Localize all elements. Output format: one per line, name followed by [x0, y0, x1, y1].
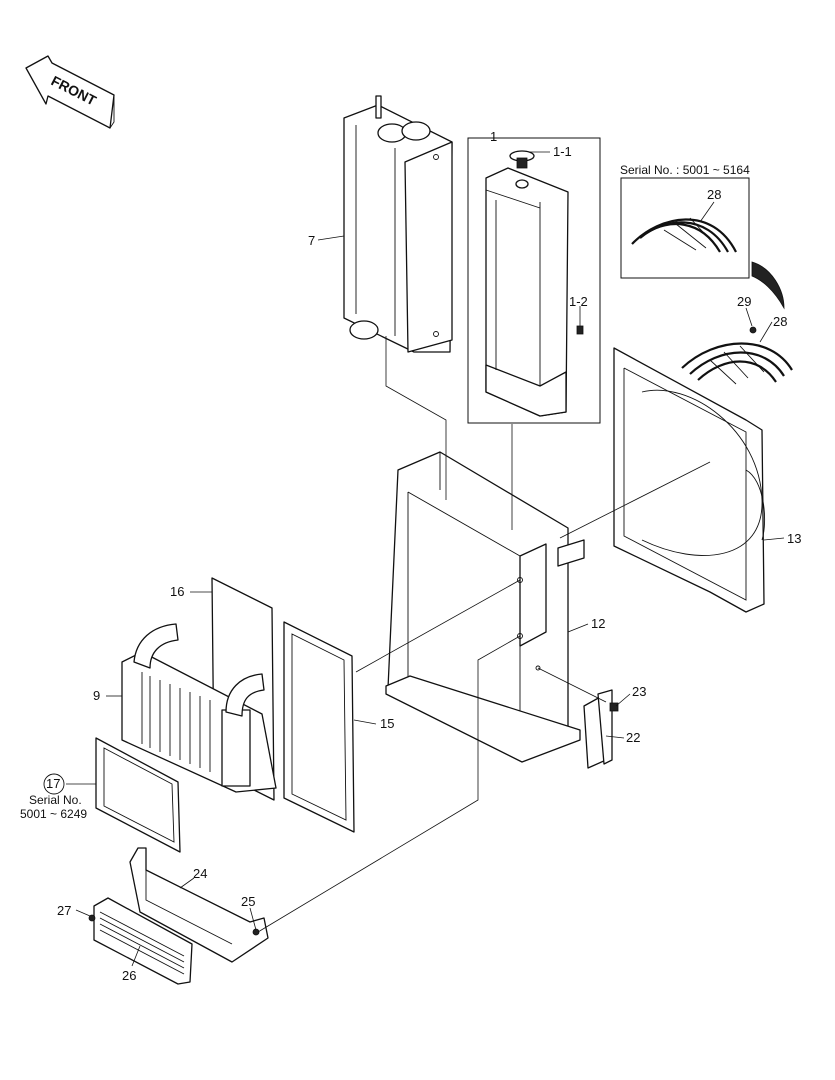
serial-fan-guard-note: Serial No. : 5001 ~ 5164: [620, 163, 750, 177]
screen-part-17: [95, 737, 181, 853]
callout-1-2: 1-2: [569, 294, 588, 309]
callout-1: 1: [490, 129, 497, 144]
fan-shroud-part-13: [613, 347, 766, 613]
serial-17-line2: 5001 ~ 6249: [20, 807, 87, 821]
guide-lines: [257, 336, 711, 933]
callout-26: 26: [122, 968, 136, 983]
callout-13: 13: [787, 531, 801, 546]
bracket-part-22: [583, 689, 619, 769]
callout-22: 22: [626, 730, 640, 745]
leader-lines: [66, 151, 785, 967]
radiator-group-box: [467, 137, 601, 424]
callout-16: 16: [170, 584, 184, 599]
callout-28-variant: 28: [707, 187, 721, 202]
callout-15: 15: [380, 716, 394, 731]
support-part-24: [129, 847, 269, 963]
serial-17-line1: Serial No.: [29, 793, 82, 807]
oil-cooler-part-7: [343, 95, 453, 353]
callout-9: 9: [93, 688, 100, 703]
front-arrow: FRONT: [25, 55, 115, 129]
fuel-cooler-part-26: [88, 897, 260, 985]
callouts: 1 1-1 1-2 7 9 12 13 15 16 17 Serial No. …: [20, 129, 801, 983]
fan-guard-variant-box: Serial No. : 5001 ~ 5164: [620, 163, 785, 310]
intercooler-part-9: [121, 623, 277, 793]
callout-17-circle: [43, 773, 65, 795]
callout-1-1: 1-1: [553, 144, 572, 159]
callout-27: 27: [57, 903, 71, 918]
callout-23: 23: [632, 684, 646, 699]
callout-7: 7: [308, 233, 315, 248]
callout-17: 17: [46, 776, 60, 791]
callout-25: 25: [241, 894, 255, 909]
mounting-frame-part-12: [385, 451, 585, 763]
callout-28: 28: [773, 314, 787, 329]
callout-12: 12: [591, 616, 605, 631]
seal-part-15: [283, 621, 355, 833]
fan-guard-part-28: [681, 326, 793, 385]
callout-24: 24: [193, 866, 207, 881]
callout-29: 29: [737, 294, 751, 309]
